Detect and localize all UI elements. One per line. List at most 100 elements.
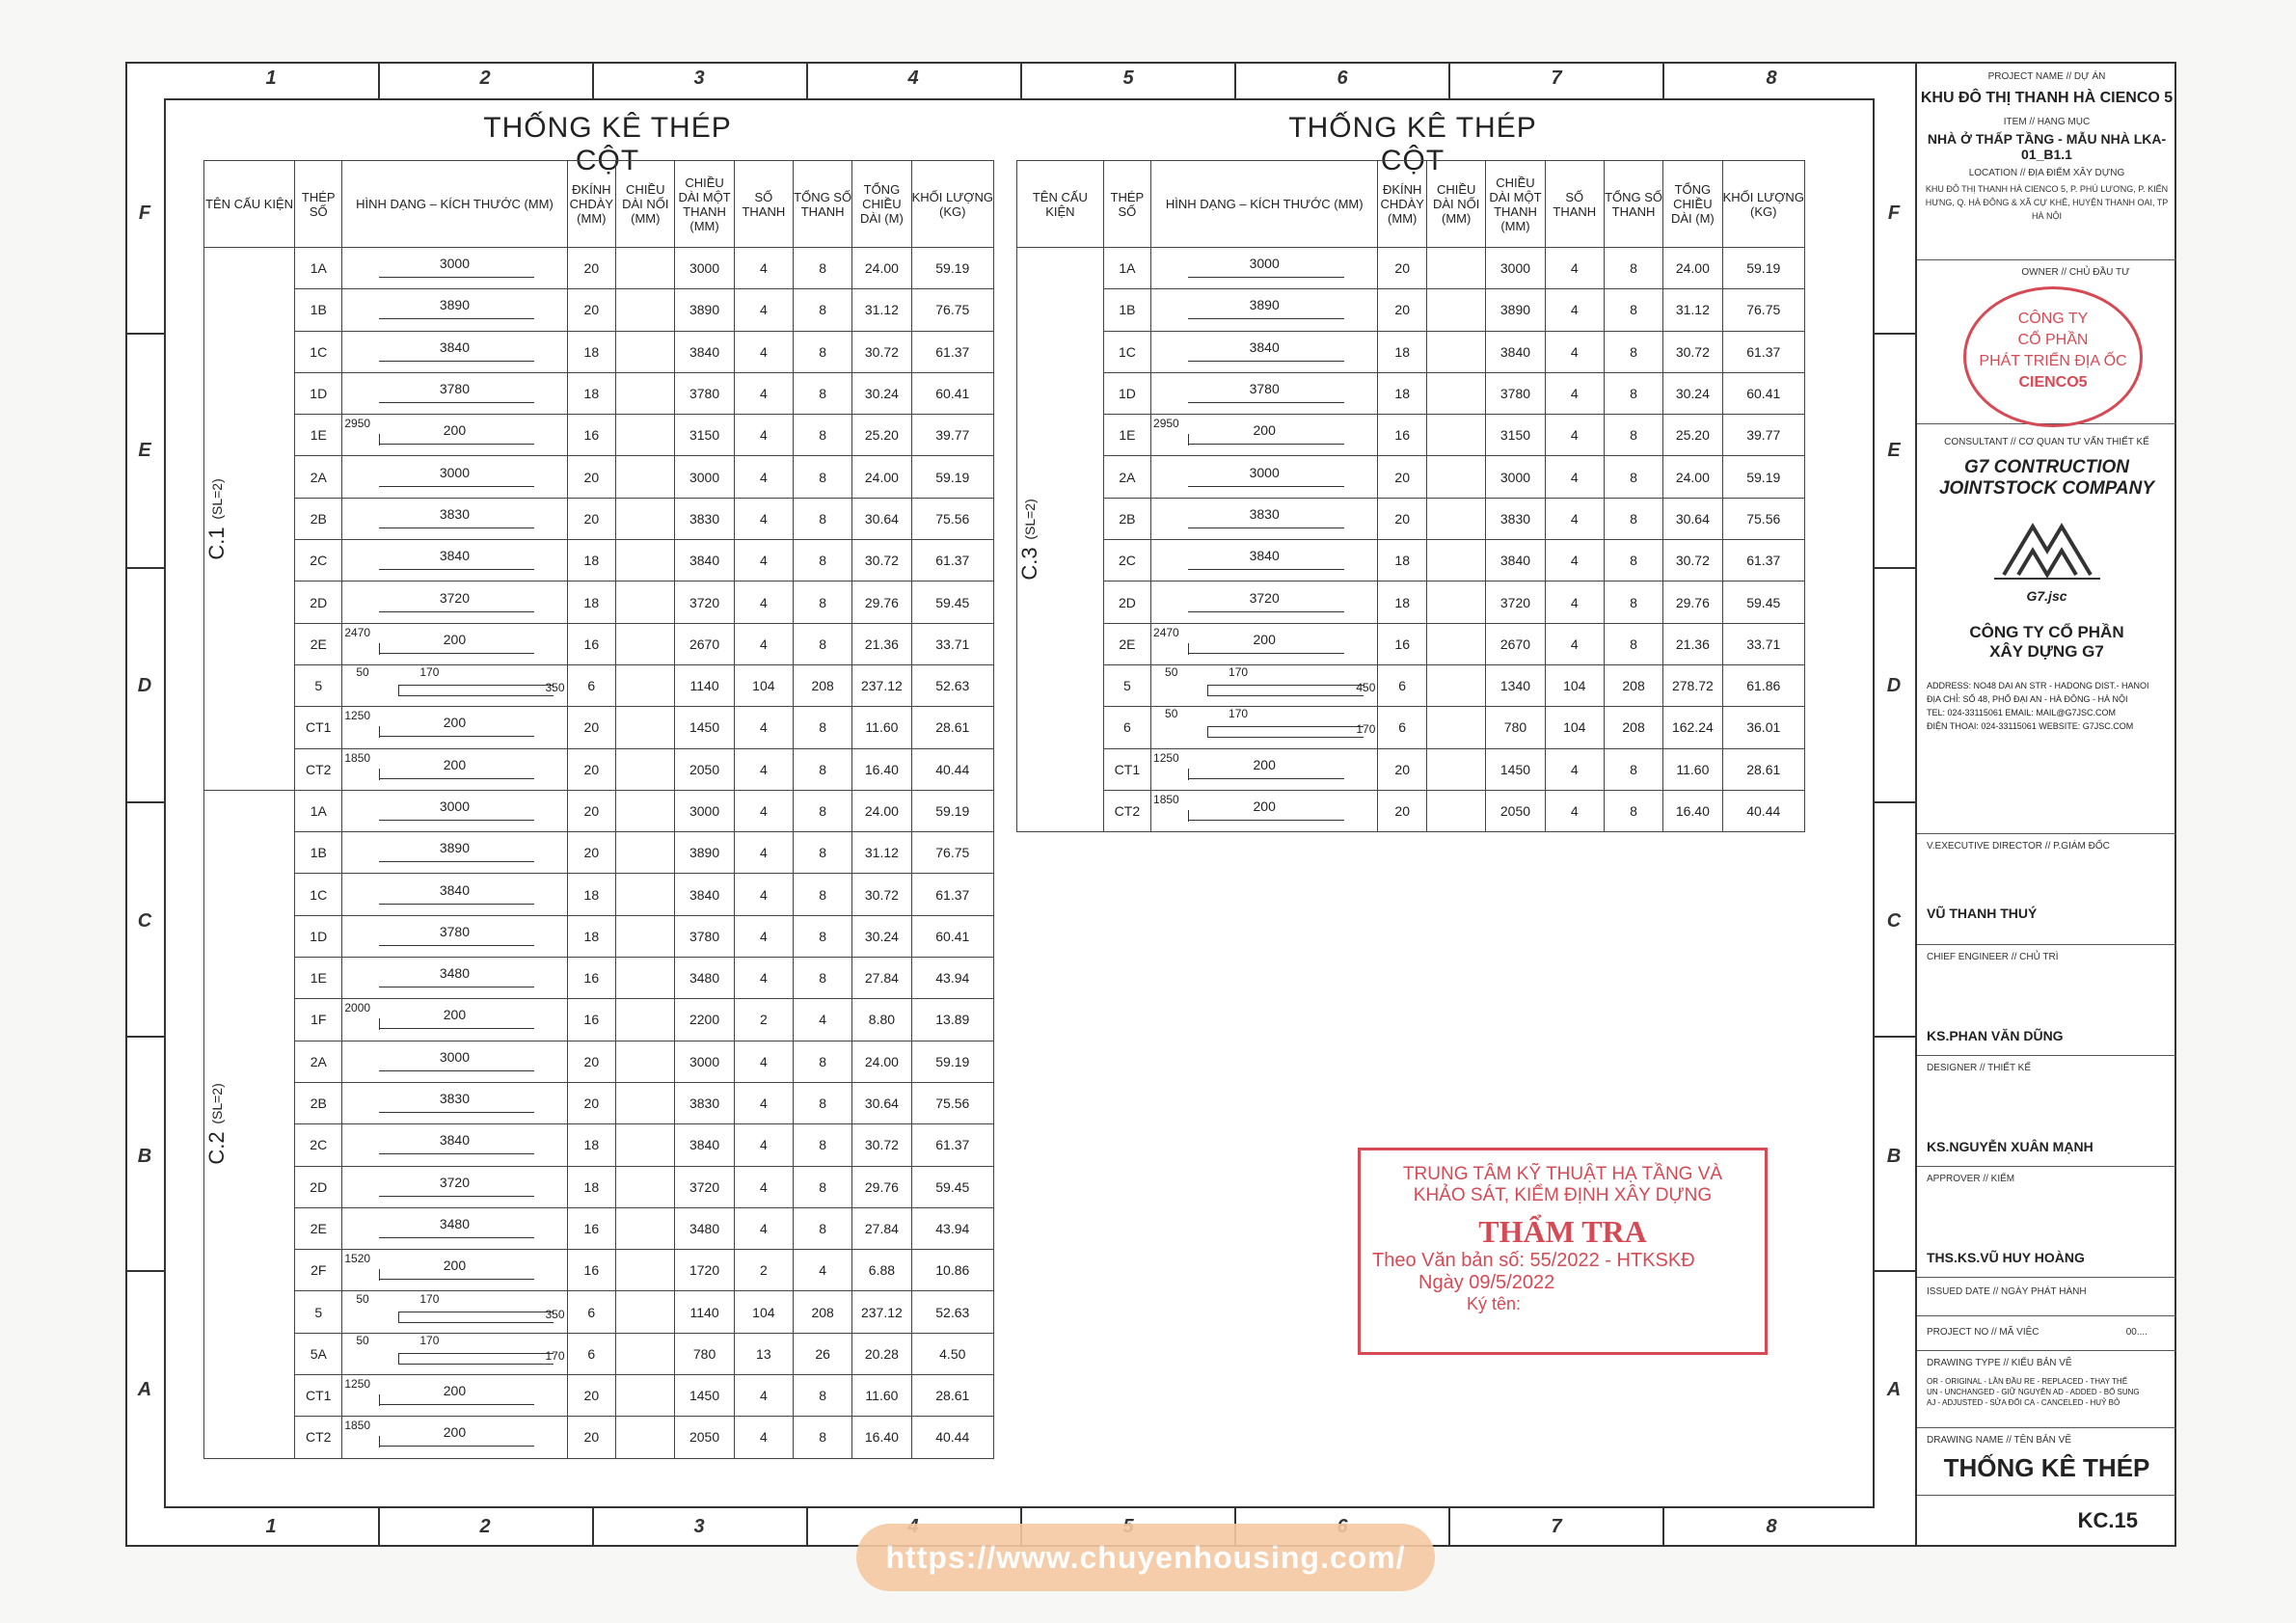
- cell-tot: 208: [1603, 663, 1664, 708]
- rebar-shape: 3840: [342, 332, 566, 372]
- stirrup-side: 50: [1165, 665, 1178, 680]
- grid-row-label: F: [1887, 203, 1901, 224]
- cell-tot: 8: [792, 1081, 853, 1125]
- stirrup-side: 50: [1165, 707, 1178, 721]
- cell-kg: 76.75: [910, 288, 995, 332]
- bar-mark: 1D: [1102, 371, 1152, 416]
- cell-kg: 28.61: [910, 706, 995, 749]
- cell-tl: 31.12: [851, 831, 912, 875]
- cell-lap: [1426, 497, 1487, 541]
- bar-mark: 1E: [294, 414, 343, 457]
- cell-lap: [1426, 663, 1487, 708]
- shape-cell: 3830: [1150, 497, 1379, 541]
- tb-drawingtype-label: DRAWING TYPE // KIỂU BẢN VẼ: [1927, 1358, 2072, 1368]
- cell-tot: 8: [792, 1374, 853, 1418]
- cell-d: 20: [1377, 747, 1428, 791]
- cell-d: 20: [566, 747, 617, 791]
- shape-cell: 3840: [341, 539, 568, 582]
- cell-tl: 24.00: [851, 789, 912, 833]
- cell-kg: 10.86: [910, 1249, 995, 1292]
- rebar-line: [379, 360, 534, 362]
- rebar-hook-length: 1850: [1153, 793, 1179, 806]
- cell-lap: [615, 1123, 676, 1167]
- cell-n: 104: [733, 663, 794, 708]
- cell-n: 4: [733, 414, 794, 457]
- cell-tl: 30.64: [1662, 497, 1723, 541]
- cell-lap: [1426, 288, 1487, 332]
- rebar-line: [379, 569, 534, 571]
- address-line: TEL: 024-33115061 EMAIL: MAIL@G7JSC.COM: [1927, 708, 2117, 717]
- cell-kg: 61.37: [910, 873, 995, 916]
- cell-lap: [615, 330, 676, 373]
- tb-logo-text: G7.jsc: [2026, 588, 2067, 604]
- cell-tot: 8: [792, 246, 853, 290]
- table-header-cell: SỐ THANH: [1544, 160, 1605, 248]
- cell-d: 20: [566, 1416, 617, 1459]
- cell-tl: 30.64: [851, 497, 912, 541]
- table-header-cell: KHỐI LƯỢNG (KG): [910, 160, 995, 248]
- cell-lap: [615, 414, 676, 457]
- rebar-length: 3840: [439, 1132, 471, 1149]
- rebar-length: 3720: [439, 589, 471, 606]
- cell-one: 1450: [674, 706, 735, 749]
- rebar-length: 3780: [439, 381, 471, 397]
- cell-lap: [615, 497, 676, 541]
- rebar-hook-length: 2470: [344, 625, 371, 639]
- cell-d: 16: [566, 1249, 617, 1292]
- cell-lap: [1426, 581, 1487, 624]
- stirrup-height: 170: [545, 1348, 565, 1363]
- cell-one: 3000: [1485, 455, 1546, 499]
- bar-mark: 1D: [294, 914, 343, 959]
- cell-tl: 25.20: [1662, 414, 1723, 457]
- cell-n: 4: [733, 957, 794, 1000]
- watermark-banner[interactable]: https://www.chuyenhousing.com/: [856, 1524, 1435, 1591]
- rebar-line: [1188, 318, 1345, 320]
- rebar-shape: 3480: [342, 958, 566, 998]
- tb-item: NHÀ Ở THẤP TẦNG - MẪU NHÀ LKA-01_B1.1: [1927, 131, 2167, 162]
- stirrup-height: 350: [545, 681, 565, 695]
- rebar-shape: 3840: [342, 875, 566, 915]
- cell-d: 18: [566, 371, 617, 416]
- cell-lap: [615, 1290, 676, 1334]
- g7-logo-icon: [1993, 523, 2100, 580]
- grid-row-divider: [1875, 333, 1915, 335]
- rebar-line: [1188, 610, 1345, 612]
- grid-col-divider: [1448, 1508, 1450, 1547]
- rebar-hook: [379, 1018, 381, 1031]
- rebar-length: 200: [443, 631, 467, 647]
- cell-one: 3720: [674, 1165, 735, 1208]
- grid-col-divider: [378, 62, 380, 98]
- cell-d: 20: [566, 1081, 617, 1125]
- grid-row-divider: [125, 333, 164, 335]
- rebar-shape: 3890: [1151, 289, 1377, 330]
- address-line: ĐỊA CHỈ: SỐ 48, PHỐ ĐẠI AN - HÀ ĐÔNG - H…: [1927, 694, 2128, 704]
- cell-tot: 8: [1603, 371, 1664, 416]
- cell-d: 20: [566, 1374, 617, 1418]
- cell-kg: 59.19: [910, 1040, 995, 1083]
- cell-lap: [615, 1374, 676, 1418]
- cell-lap: [615, 1040, 676, 1083]
- rebar-line: [379, 736, 534, 738]
- cell-n: 4: [1544, 539, 1605, 582]
- cell-kg: 61.37: [1721, 330, 1806, 373]
- cell-n: 13: [733, 1332, 794, 1376]
- cell-d: 6: [1377, 663, 1428, 708]
- shape-cell: 3840: [341, 1123, 568, 1167]
- rebar-hook: [1188, 642, 1190, 655]
- tb-address: ADDRESS: NO48 DAI AN STR - HADONG DIST.-…: [1927, 679, 2169, 733]
- rebar-length: 3000: [439, 464, 471, 480]
- rebar-length: 200: [443, 756, 467, 772]
